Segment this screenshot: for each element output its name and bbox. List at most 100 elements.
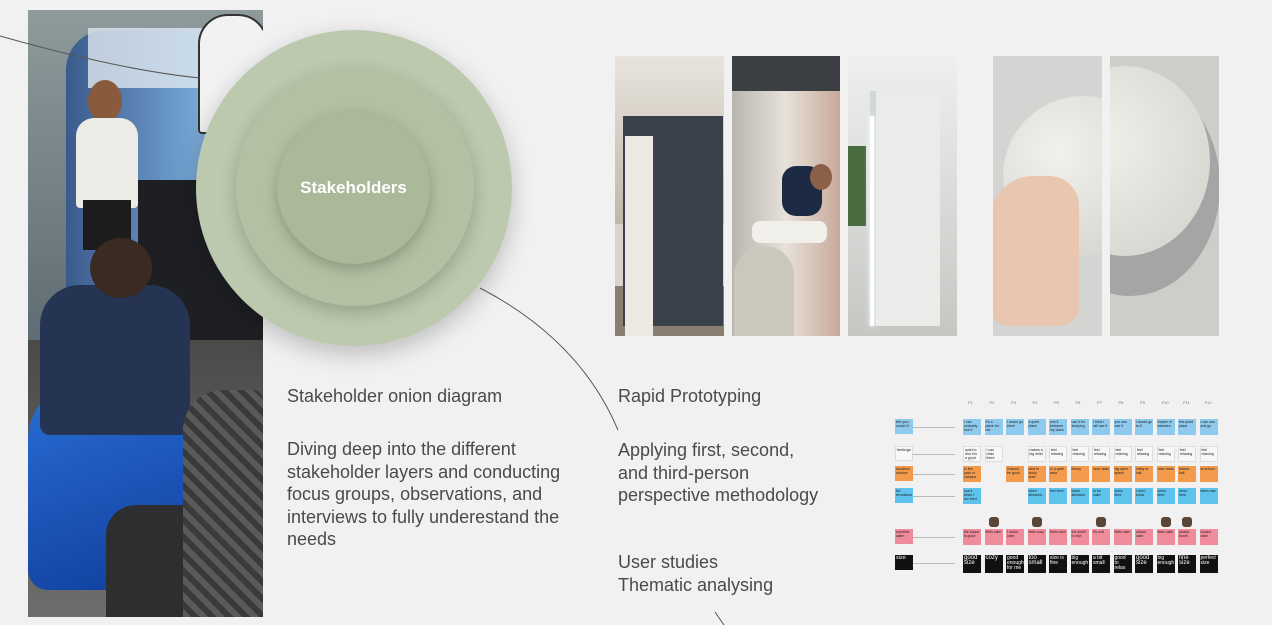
photo-prototype-booth-light xyxy=(848,56,957,336)
photo-presenter-body xyxy=(76,118,138,208)
affinity-note: feel relaxing xyxy=(1070,446,1089,462)
affinity-column-label: P4 xyxy=(1032,400,1038,405)
affinity-column-label: P10 xyxy=(1161,400,1169,405)
photo-booth-door xyxy=(625,136,653,336)
affinity-note: feel relaxing xyxy=(1156,446,1175,462)
affinity-row-key: for emotions xyxy=(895,488,913,503)
affinity-column-label: P1 xyxy=(968,400,973,405)
affinity-note: I can probably use it xyxy=(963,419,981,435)
affinity-column-label: P11 xyxy=(1183,400,1190,405)
photo-prototype-booth-closed xyxy=(615,56,724,336)
affinity-note: use it when I am tired xyxy=(963,488,981,504)
affinity-note: feel relaxing xyxy=(1113,446,1132,462)
affinity-note: a quiet place xyxy=(1027,419,1046,435)
affinity-note: a bit small xyxy=(1092,555,1110,573)
affinity-note: in a quiet area xyxy=(1049,466,1067,482)
affinity-note: when tired xyxy=(1113,488,1132,504)
photo-audience-body xyxy=(40,285,190,435)
affinity-note: I can relax there xyxy=(984,446,1003,462)
affinity-note: I would calm xyxy=(1006,529,1024,545)
photo-booth-roof xyxy=(732,56,840,91)
affinity-note: closed calm xyxy=(1199,529,1218,545)
photo-presenter-head xyxy=(88,80,122,122)
connector-line-bottom xyxy=(714,611,725,625)
photo-led-strip xyxy=(870,116,874,326)
affinity-note: size is fine xyxy=(1049,555,1067,573)
affinity-note: near class xyxy=(1156,466,1175,482)
affinity-row-key: location choice xyxy=(895,466,913,481)
affinity-note: to be calm xyxy=(1092,488,1110,504)
affinity-note: good size xyxy=(1135,555,1153,573)
onion-center-label: Stakeholders xyxy=(300,177,407,197)
affinity-row-key: comfort calm xyxy=(895,529,913,544)
affinity-note: big enough xyxy=(1070,555,1089,573)
affinity-note: when stressed xyxy=(1027,488,1046,504)
affinity-note: it's a place for me xyxy=(984,419,1003,435)
affinity-note: you can use it xyxy=(1113,419,1132,435)
affinity-row-line xyxy=(913,496,955,497)
affinity-note: I think i will use it xyxy=(1092,419,1110,435)
photo-hand xyxy=(993,176,1079,326)
photo-stool xyxy=(734,246,794,336)
affinity-note: I don't know xyxy=(1135,488,1153,504)
affinity-note: maybe in between xyxy=(1156,419,1175,435)
affinity-note: when sad xyxy=(1199,488,1218,504)
photo-prototype-booth-user xyxy=(732,56,840,336)
affinity-row-line xyxy=(913,474,955,475)
thematic-analysis-label: Thematic analysing xyxy=(618,575,774,595)
affinity-note: lobby or hall xyxy=(1135,466,1153,482)
affinity-note: library xyxy=(1070,466,1089,482)
affinity-note: feel relaxing xyxy=(1199,446,1218,462)
affinity-participant-photo xyxy=(1182,517,1192,527)
affinity-column-label: P12 xyxy=(1204,400,1212,405)
photo-booth-panel xyxy=(870,91,940,326)
affinity-note: the sound is good xyxy=(963,529,981,545)
affinity-note: near class xyxy=(1092,466,1110,482)
affinity-participant-photo xyxy=(1031,517,1042,527)
affinity-row-key: size xyxy=(895,555,913,570)
affinity-note: feel relaxing xyxy=(1092,446,1110,462)
affinity-note: feel relaxing xyxy=(1178,446,1196,462)
affinity-row-line xyxy=(913,454,955,455)
affinity-row-line xyxy=(913,563,955,564)
affinity-note: use it for studying xyxy=(1070,419,1089,435)
affinity-column-label: P2 xyxy=(989,400,995,405)
affinity-note: too small xyxy=(1027,555,1046,573)
affinity-note: next to study area xyxy=(1027,466,1046,482)
affinity-note: feels calm xyxy=(1156,529,1175,545)
affinity-note: feels cozy xyxy=(1027,529,1046,545)
photo-user-legs xyxy=(752,221,827,243)
affinity-participant-photo xyxy=(1160,517,1171,527)
affinity-note: this quiet place xyxy=(1178,419,1196,435)
affinity-note: when tired xyxy=(1178,488,1196,504)
affinity-note: it's soft xyxy=(1092,529,1110,545)
affinity-note: at school xyxy=(1199,466,1218,482)
affinity-participant-photo xyxy=(1096,517,1106,527)
prototyping-caption: Rapid Prototyping xyxy=(618,386,762,406)
affinity-note: big open space xyxy=(1113,466,1132,482)
affinity-column-label: P5 xyxy=(1054,400,1059,405)
affinity-note: feel relaxing xyxy=(1049,446,1067,462)
affinity-note: feel tired xyxy=(1049,488,1067,504)
affinity-column-label: P9 xyxy=(1140,400,1145,405)
affinity-note: when tired xyxy=(1156,488,1175,504)
affinity-row-key: tell you could it xyxy=(895,419,913,434)
affinity-note: lecture hall xyxy=(1178,466,1196,482)
affinity-row-line xyxy=(913,427,955,428)
photo-audience-plaid xyxy=(183,390,263,617)
affinity-note: in the park or campus xyxy=(963,466,981,482)
affinity-note: perfect size xyxy=(1199,555,1218,573)
affinity-column-label: P7 xyxy=(1097,400,1102,405)
affinity-row-key: feelings xyxy=(895,446,913,461)
affinity-participant-photo xyxy=(988,517,999,527)
affinity-row-line xyxy=(913,537,955,538)
affinity-column-label: P8 xyxy=(1118,400,1124,405)
affinity-note: when stressed xyxy=(1070,488,1089,504)
affinity-note: good to relax xyxy=(1113,555,1132,573)
user-studies-label: User studies xyxy=(618,552,719,572)
affinity-note: feels calm xyxy=(1049,529,1067,545)
affinity-note: I would go to it xyxy=(1135,419,1153,435)
onion-caption: Stakeholder onion diagram xyxy=(287,386,503,406)
affinity-note: I can use and go xyxy=(1199,419,1218,435)
